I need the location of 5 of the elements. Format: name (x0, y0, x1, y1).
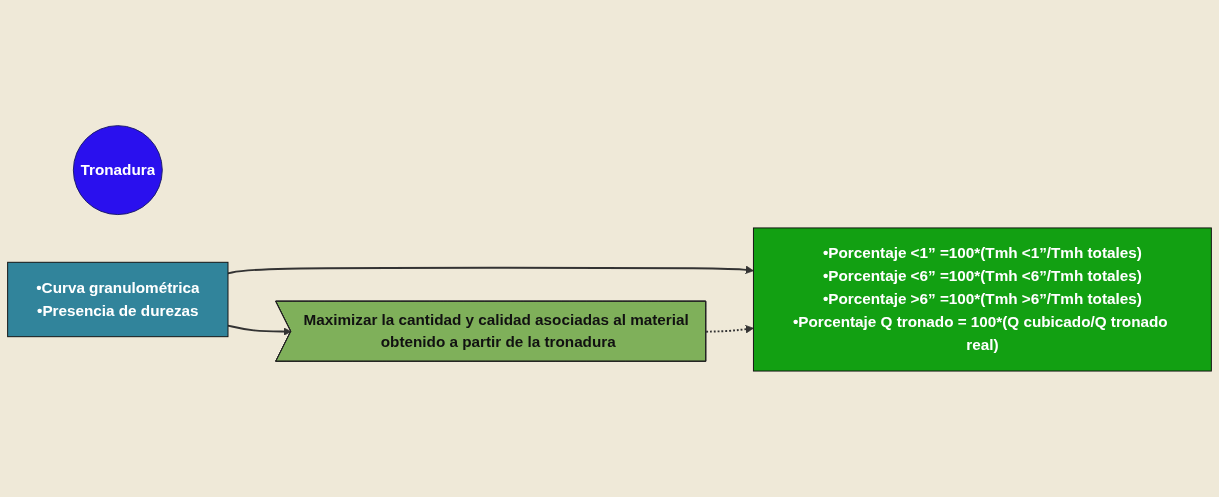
node-box: •Curva granulométrica •Presencia de durezas (7, 261, 229, 338)
node-box: •Porcentaje <1” =100*(Tmh <1”/Tmh totales) •Porcentaje <6” =100*(Tmh <6”/Tmh totales) •Porcentaje >6” =100*(Tmh >6”/Tmh totales) •Porcentaje Q tronado = 100*(Q cubicado/Q tronado real) (752, 227, 1212, 372)
arrow (705, 325, 754, 334)
arrow (227, 265, 754, 275)
node-circle: Tronadura (72, 125, 163, 216)
